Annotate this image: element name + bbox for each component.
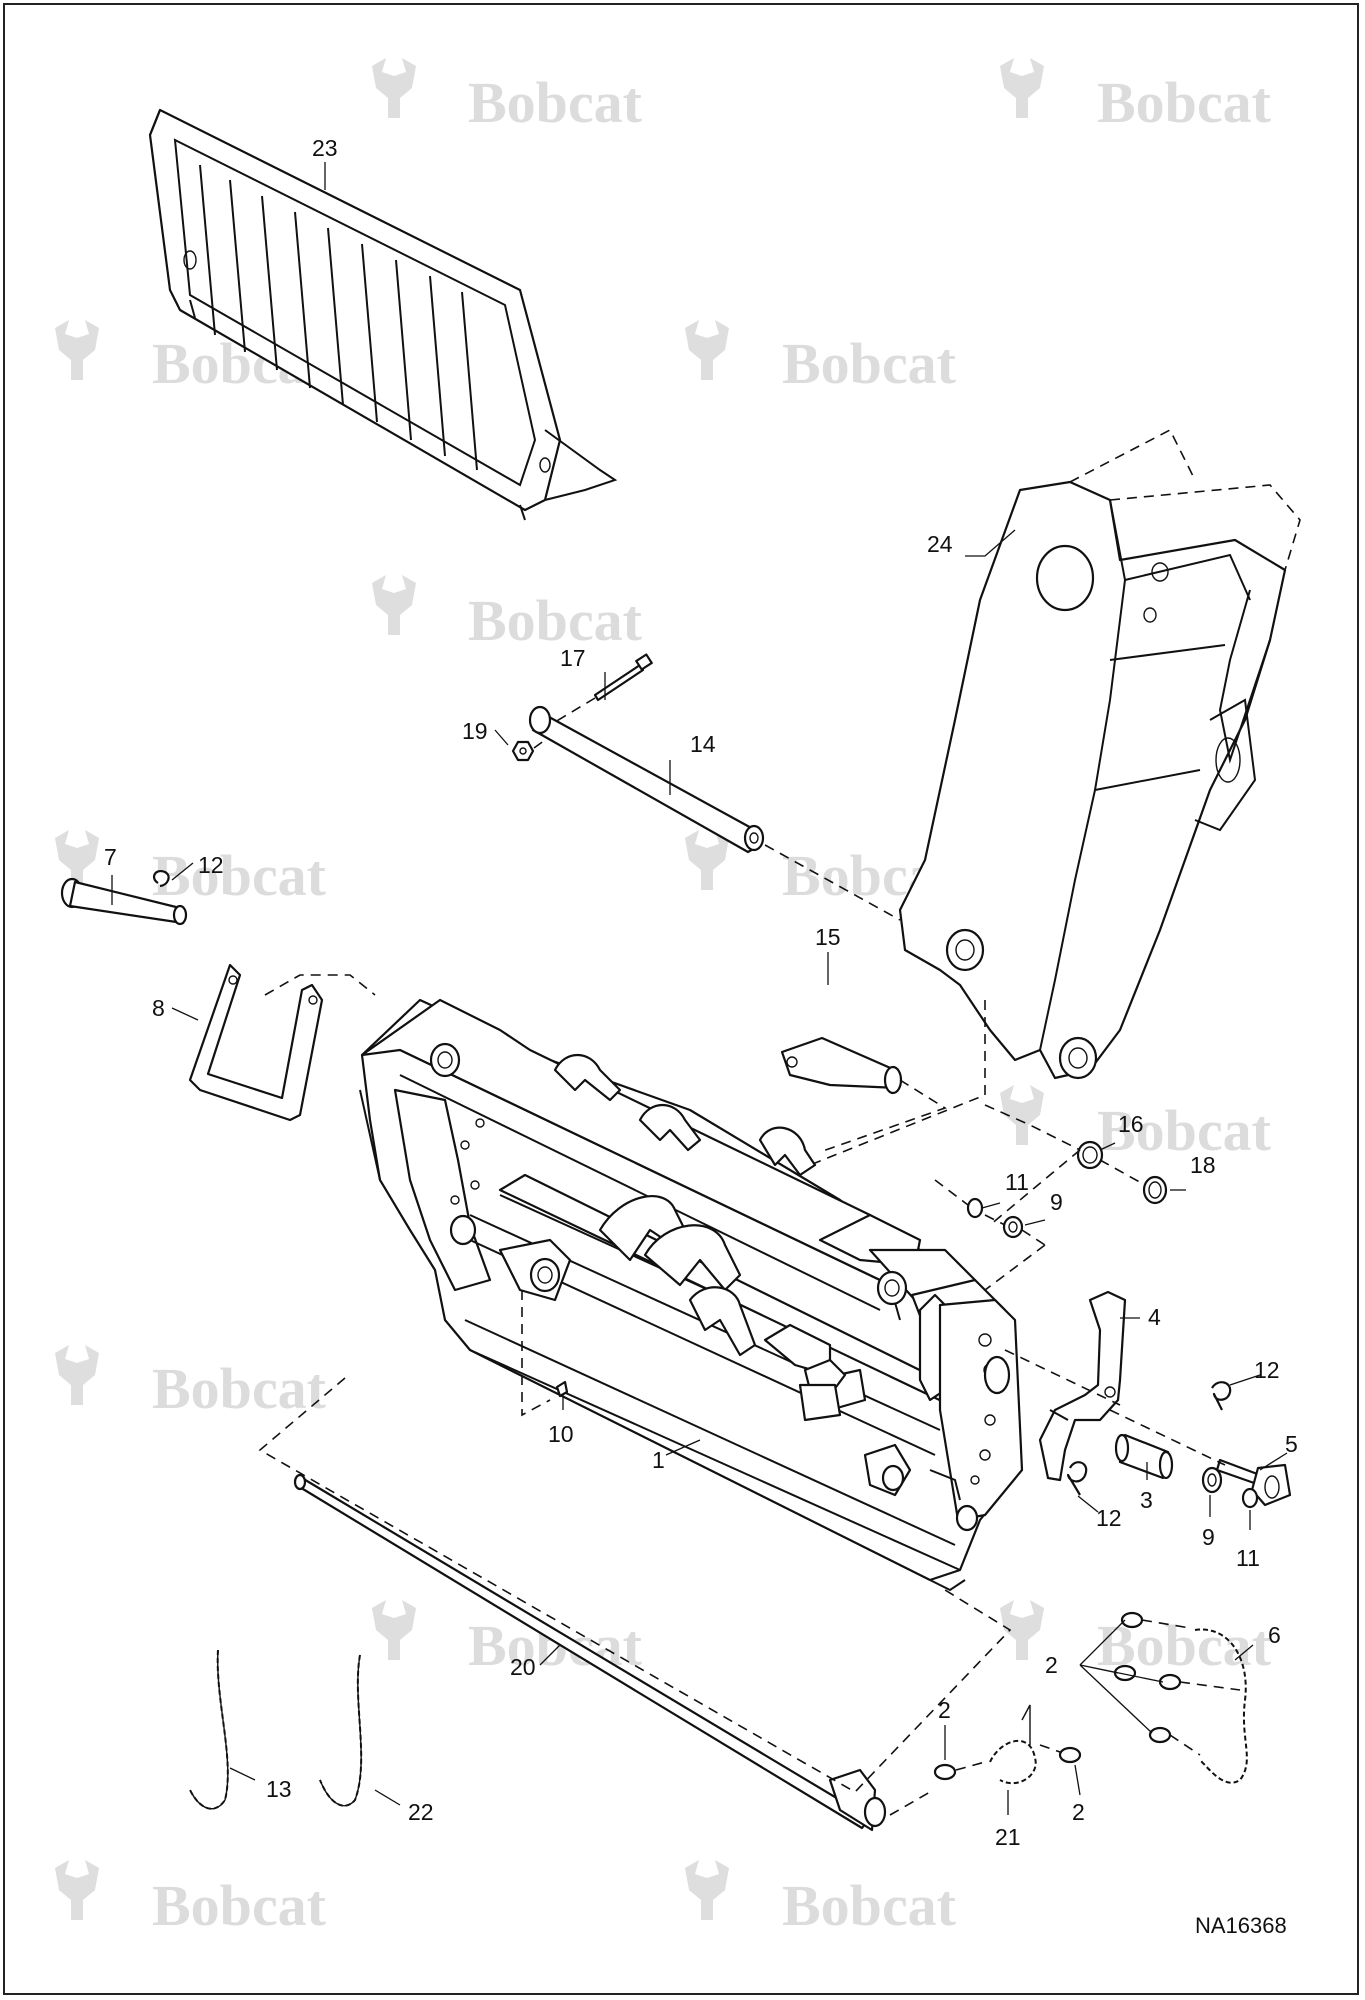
callout-4: 4 xyxy=(1148,1304,1161,1330)
callout-24: 24 xyxy=(927,531,953,557)
part-3-bushing xyxy=(1114,1433,1174,1480)
callout-9-lower: 9 xyxy=(1202,1524,1215,1550)
callout-11-lower: 11 xyxy=(1236,1545,1260,1571)
part-24-loader-arm xyxy=(898,428,1301,1080)
watermark-16: Bobcat xyxy=(685,1860,957,1938)
watermark-7: Bobcat xyxy=(55,830,327,908)
part-19-nut xyxy=(511,739,546,762)
leader-lines xyxy=(111,162,1288,1815)
callout-12-left: 12 xyxy=(198,852,224,878)
part-18-ring xyxy=(1142,1175,1168,1205)
watermark-1: Bobcat xyxy=(372,58,643,135)
part-10-zerk xyxy=(555,1380,569,1398)
part-9-washer-right xyxy=(1201,1466,1223,1494)
watermark-2: Bobcat xyxy=(1000,58,1272,135)
part-9-washer-upper xyxy=(1002,1215,1024,1239)
part-12-clip-right-bottom xyxy=(1066,1461,1088,1496)
svg-text:Bobcat: Bobcat xyxy=(468,588,643,653)
callout-17: 17 xyxy=(560,645,586,671)
callout-2-right: 2 xyxy=(1072,1799,1085,1825)
callout-20: 20 xyxy=(510,1654,536,1680)
part-14-pin xyxy=(528,705,901,921)
watermark-10: Bobcat xyxy=(1000,1085,1272,1163)
svg-text:Bobcat: Bobcat xyxy=(782,1873,957,1938)
part-4-lever xyxy=(1038,1290,1127,1482)
watermark-5: Bobcat xyxy=(372,575,643,653)
watermark-14: Bobcat xyxy=(1000,1600,1272,1678)
part-8-handle xyxy=(188,963,376,1122)
callout-8: 8 xyxy=(152,995,165,1021)
callout-9-upper: 9 xyxy=(1050,1189,1063,1215)
callout-15: 15 xyxy=(815,924,841,950)
upper-right-dash xyxy=(934,1104,1146,1246)
callout-labels: 23 24 17 19 14 7 12 8 15 16 18 11 9 4 12… xyxy=(104,135,1298,1850)
callout-2-left: 2 xyxy=(938,1697,951,1723)
callout-18: 18 xyxy=(1190,1152,1216,1178)
part-10-dash xyxy=(521,1290,551,1417)
callout-5: 5 xyxy=(1285,1431,1298,1457)
svg-text:Bobcat: Bobcat xyxy=(152,843,327,908)
upper-right-dash-2 xyxy=(984,1149,1081,1291)
part-20-rod xyxy=(258,1377,1012,1832)
callout-3: 3 xyxy=(1140,1487,1153,1513)
leader-2-group xyxy=(1079,1619,1164,1734)
callout-23: 23 xyxy=(312,135,338,161)
callout-2-group: 2 xyxy=(1045,1652,1058,1678)
part-21-chain xyxy=(989,1704,1037,1785)
lower-chain-dash xyxy=(955,1744,1061,1771)
watermark-11: Bobcat xyxy=(55,1345,327,1421)
part-12-clip-right-top xyxy=(1211,1381,1232,1411)
svg-text:Bobcat: Bobcat xyxy=(782,331,957,396)
part-17-bolt xyxy=(554,653,653,723)
callout-10: 10 xyxy=(548,1421,574,1447)
callout-11-upper: 11 xyxy=(1005,1169,1029,1195)
watermark-4: Bobcat xyxy=(685,320,957,396)
callout-1: 1 xyxy=(652,1447,665,1473)
part-22-chain xyxy=(319,1654,363,1807)
part-5-pin xyxy=(1004,1349,1292,1507)
part-16-ring xyxy=(1076,1140,1104,1170)
callout-21: 21 xyxy=(995,1824,1021,1850)
part-7-pin xyxy=(60,877,188,926)
callout-22: 22 xyxy=(408,1799,434,1825)
callout-12-right-top: 12 xyxy=(1254,1357,1280,1383)
callout-19: 19 xyxy=(462,718,488,744)
part-1-main-frame xyxy=(359,998,1024,1592)
svg-text:Bobcat: Bobcat xyxy=(152,1356,327,1421)
part-2-washer-lower-right xyxy=(1058,1746,1082,1764)
part-12-clip-left xyxy=(152,870,170,888)
callout-12-right-bottom: 12 xyxy=(1096,1505,1122,1531)
callout-6: 6 xyxy=(1268,1622,1281,1648)
svg-text:Bobcat: Bobcat xyxy=(1097,1098,1272,1163)
svg-text:Bobcat: Bobcat xyxy=(152,1873,327,1938)
callout-13: 13 xyxy=(266,1776,292,1802)
watermark-15: Bobcat xyxy=(55,1860,327,1938)
part-15-pin xyxy=(780,1000,986,1166)
part-13-chain xyxy=(189,1649,229,1810)
figure-reference: NA16368 xyxy=(1195,1913,1287,1938)
part-23-guard xyxy=(148,108,618,521)
callout-14: 14 xyxy=(690,731,716,757)
svg-text:Bobcat: Bobcat xyxy=(1097,70,1272,135)
svg-text:Bobcat: Bobcat xyxy=(468,70,643,135)
part-11-washer-upper xyxy=(966,1197,984,1219)
callout-7: 7 xyxy=(104,844,117,870)
part-2-washer-lower-left xyxy=(933,1763,957,1781)
callout-16: 16 xyxy=(1118,1111,1144,1137)
part-11-washer-right xyxy=(1241,1487,1259,1509)
